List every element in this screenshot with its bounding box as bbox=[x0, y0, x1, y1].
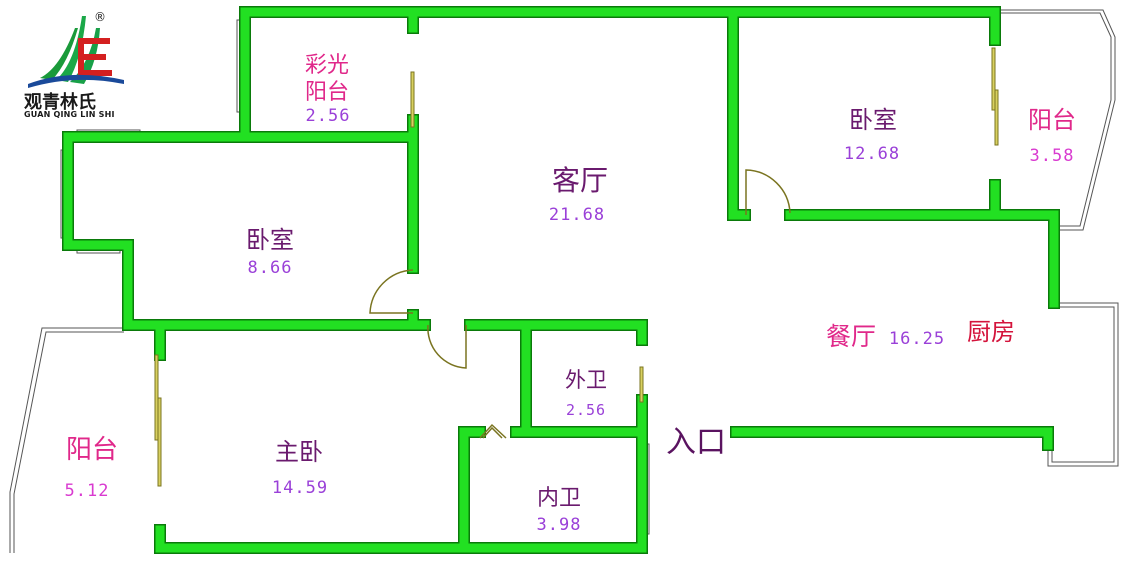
room-area-guest-bath: 2.56 bbox=[565, 401, 607, 419]
room-name-master: 主卧 bbox=[275, 438, 323, 466]
sliding-doors bbox=[154, 47, 999, 487]
room-name-caiguang-line1: 彩光 bbox=[304, 53, 350, 78]
room-area-living: 21.68 bbox=[548, 205, 606, 225]
sliding-door-top-balcony bbox=[991, 47, 996, 111]
door-master-bath bbox=[479, 423, 507, 439]
balcony-top-outline bbox=[996, 9, 1116, 231]
swing-doors bbox=[369, 169, 791, 439]
door-bedroom-top bbox=[745, 169, 791, 215]
room-area-balcony-bottom: 5.12 bbox=[64, 481, 110, 501]
room-area-dining: 16.25 bbox=[888, 329, 946, 349]
kitchen-bay-outline-inner bbox=[1051, 306, 1115, 463]
door-master bbox=[427, 324, 467, 369]
room-name-master-bath: 内卫 bbox=[536, 486, 582, 511]
room-name-bedroom-left: 卧室 bbox=[246, 226, 294, 254]
sliding-door-caiguang bbox=[410, 71, 415, 128]
balcony-outlines bbox=[9, 9, 1119, 553]
room-name-bedroom-top: 卧室 bbox=[849, 106, 897, 134]
room-area-bedroom-left: 8.66 bbox=[247, 258, 293, 278]
door-master-bath-inner bbox=[482, 426, 503, 439]
room-name-guest-bath: 外卫 bbox=[565, 368, 607, 392]
room-area-master-bath: 3.98 bbox=[536, 515, 582, 535]
brand-name-en: GUAN QING LIN SHI bbox=[24, 110, 115, 119]
room-area-master: 14.59 bbox=[271, 478, 329, 498]
room-area-balcony-top: 3.58 bbox=[1029, 146, 1075, 166]
sliding-door-guest-bath bbox=[639, 366, 644, 403]
balcony-bottom-outline-inner bbox=[13, 331, 124, 553]
room-area-bedroom-top: 12.68 bbox=[843, 144, 901, 164]
room-name-kitchen: 厨房 bbox=[967, 318, 1015, 346]
registered-mark: ® bbox=[94, 10, 106, 24]
room-name-dining: 餐厅 bbox=[825, 322, 877, 351]
room-name-balcony-top: 阳台 bbox=[1028, 106, 1076, 134]
window-frames bbox=[60, 19, 650, 535]
walls-fill bbox=[63, 7, 1059, 553]
logo-mark-icon bbox=[28, 16, 124, 88]
door-bedroom-left bbox=[369, 269, 414, 314]
walls bbox=[62, 6, 1060, 554]
room-name-living: 客厅 bbox=[551, 164, 609, 197]
sliding-door-bottom-balcony-2 bbox=[157, 397, 162, 487]
balcony-top-outline-inner bbox=[1000, 12, 1112, 227]
entrance-label: 入口 bbox=[666, 425, 726, 460]
room-name-caiguang-line2: 阳台 bbox=[304, 80, 350, 105]
balcony-bottom-outline bbox=[9, 327, 124, 553]
brand-name-cn: 观青林氏 bbox=[24, 92, 96, 113]
room-area-caiguang: 2.56 bbox=[305, 106, 351, 126]
kitchen-bay-outline bbox=[1047, 302, 1119, 467]
sliding-door-top-balcony-2 bbox=[994, 89, 999, 146]
room-name-balcony-bottom: 阳台 bbox=[65, 435, 119, 465]
brand-logo: ® 观青林氏 GUAN QING LIN SHI bbox=[20, 8, 130, 119]
